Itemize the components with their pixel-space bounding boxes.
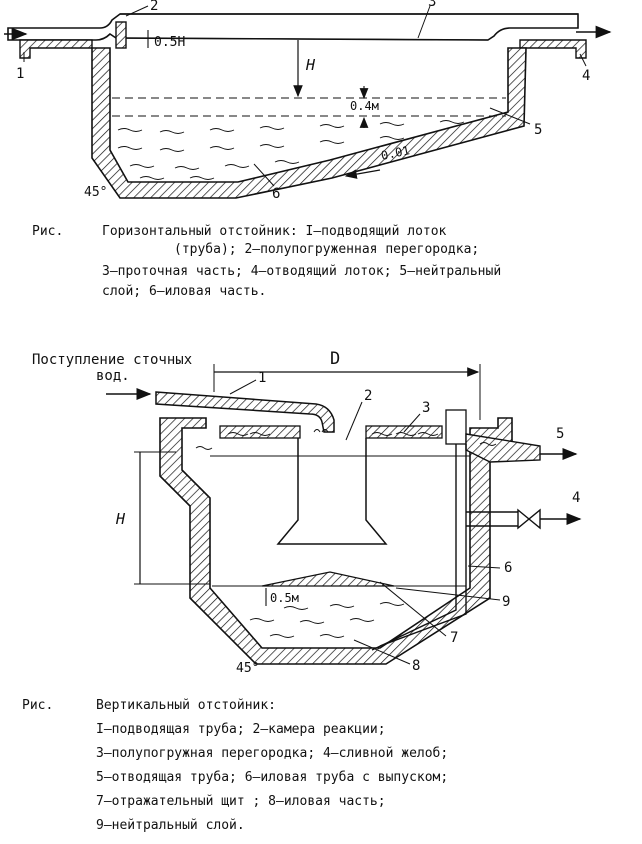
caption-line: I–подводящая труба; 2–камера реакции; xyxy=(96,722,386,737)
neutral-layer-thickness-label: 0.4м xyxy=(350,99,379,113)
inlet-tray-wall xyxy=(19,39,93,59)
outlet-tray-wall xyxy=(519,39,587,59)
label-2-reaction-chamber: 2 xyxy=(364,388,372,404)
inflow-label-line1: Поступление сточных xyxy=(32,352,193,368)
vertical-tank-wall xyxy=(159,417,513,665)
valve-icon xyxy=(517,508,541,530)
label-3-flow-part: 3 xyxy=(428,0,436,10)
depth-label: H xyxy=(305,56,316,74)
leader-lines xyxy=(23,5,587,187)
semi-submerged-baffle-left xyxy=(219,425,301,439)
horizontal-settler-diagram: H 0.5H 0.4м 0.01 45° 2 3 1 4 5 6 xyxy=(4,0,612,202)
caption-prefix: Рис. xyxy=(22,698,54,713)
wall-angle-label: 45° xyxy=(84,185,107,200)
caption-line: слой; 6–иловая часть. xyxy=(102,284,267,299)
label-4-outlet-tray: 4 xyxy=(582,68,590,84)
sludge-pipe-inner xyxy=(379,444,467,647)
wall-angle-label: 45° xyxy=(236,661,259,676)
caption-line: Вертикальный отстойник: xyxy=(96,698,277,713)
label-9-neutral-layer: 9 xyxy=(502,594,510,610)
label-1-inlet-pipe: 1 xyxy=(258,370,266,386)
leader-lines xyxy=(229,379,501,665)
sludge-pipe xyxy=(371,444,457,651)
label-5-outlet-pipe: 5 xyxy=(556,426,564,442)
bottom-slope-arrow xyxy=(344,169,381,179)
caption-line: 3–проточная часть; 4–отводящий лоток; 5–… xyxy=(102,264,502,279)
semi-submerged-baffle xyxy=(115,21,127,49)
caption-line: Горизонтальный отстойник: I–подводящий л… xyxy=(102,224,447,239)
label-3-baffle: 3 xyxy=(422,400,430,416)
water-waves xyxy=(195,429,497,638)
caption-line: 3–полупогружная перегородка; 4–сливной ж… xyxy=(96,746,449,761)
flow-channel xyxy=(7,13,579,41)
label-4-drain-trough: 4 xyxy=(572,490,580,506)
reaction-chamber xyxy=(276,438,388,545)
vertical-settler-diagram: D H 0.5м xyxy=(106,349,582,676)
caption-line: (труба); 2–полупогруженная перегородка; xyxy=(174,242,480,257)
label-2-baffle: 2 xyxy=(150,0,158,14)
neutral-layer-thickness-label: 0.5м xyxy=(270,591,299,605)
label-6-sludge-pipe: 6 xyxy=(504,560,512,576)
inlet-pipe xyxy=(155,391,335,433)
inflow-label-line2: вод. xyxy=(96,368,130,384)
sludge-waves xyxy=(117,120,465,180)
baffle-depth-label: 0.5H xyxy=(154,35,185,50)
caption-line: 5–отводящая труба; 6–иловая труба с выпу… xyxy=(96,770,449,785)
diameter-label: D xyxy=(330,349,340,369)
drain-trough xyxy=(445,409,467,445)
caption-line: 9–нейтральный слой. xyxy=(96,818,245,833)
label-7-deflector: 7 xyxy=(450,630,458,646)
depth-label: H xyxy=(115,510,126,528)
neutral-layer-mound xyxy=(261,571,395,587)
horizontal-tank-wall xyxy=(91,47,527,199)
label-6-sludge-part: 6 xyxy=(272,186,280,202)
caption-prefix: Рис. xyxy=(32,224,64,239)
bottom-slope-label: 0.01 xyxy=(380,143,411,163)
caption-line: 7–отражательный щит ; 8–иловая часть; xyxy=(96,794,386,809)
label-1-inlet-tray: 1 xyxy=(16,66,24,82)
label-5-neutral-layer: 5 xyxy=(534,122,542,138)
label-8-sludge-part: 8 xyxy=(412,658,420,674)
